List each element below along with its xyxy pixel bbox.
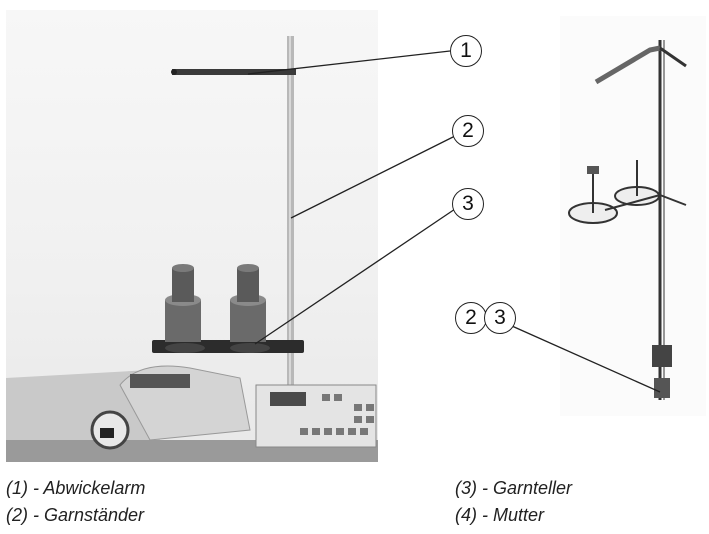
drawing-stand [568, 40, 687, 400]
callout-3-right: 3 [484, 302, 516, 334]
sewing-machine [6, 365, 378, 462]
callout-2: 2 [452, 115, 484, 147]
callout-1: 1 [450, 35, 482, 67]
spool-left [165, 264, 201, 342]
caption-1: (1) - Abwickelarm [6, 478, 146, 498]
spool-right [230, 264, 266, 342]
leader-lines [247, 50, 661, 393]
callout-2-right: 2 [455, 302, 487, 334]
unwinding-arm [172, 69, 296, 75]
control-unit [255, 384, 377, 448]
caption-3: (3) - Garnteller [455, 478, 573, 498]
caption-4: (4) - Mutter [455, 505, 545, 525]
callout-3: 3 [452, 188, 484, 220]
caption-2: (2) - Garnständer [6, 505, 145, 525]
